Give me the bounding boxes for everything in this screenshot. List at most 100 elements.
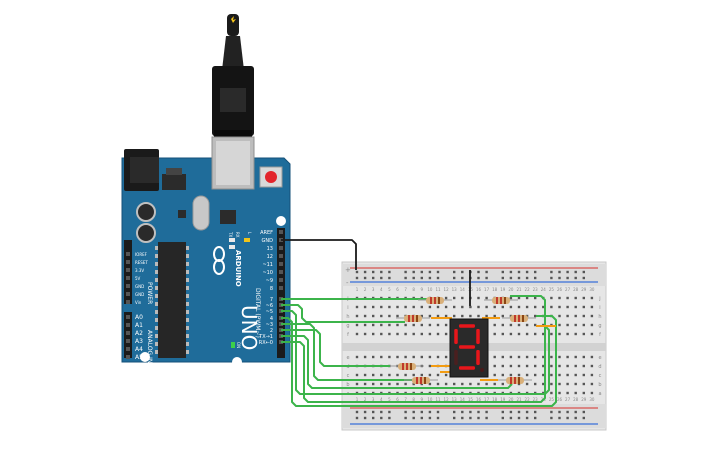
breadboard-hole[interactable] [517,332,521,336]
breadboard-hole[interactable] [420,373,423,377]
rail-hole[interactable] [436,276,440,280]
rail-hole[interactable] [517,270,521,274]
rail-hole[interactable] [550,270,553,274]
rail-hole[interactable] [501,410,504,414]
rail-hole[interactable] [461,410,464,414]
breadboard-hole[interactable] [396,355,399,359]
rail-hole[interactable] [372,416,375,420]
rail-hole[interactable] [412,270,415,274]
rail-hole[interactable] [566,276,569,280]
rail-hole[interactable] [517,416,521,420]
breadboard-hole[interactable] [461,382,464,386]
breadboard-hole[interactable] [404,305,407,309]
breadboard-hole[interactable] [436,305,440,309]
breadboard-hole[interactable] [477,382,480,386]
rail-hole[interactable] [412,416,415,420]
resistor[interactable] [418,297,452,304]
rail-hole[interactable] [558,276,561,280]
breadboard-hole[interactable] [436,382,440,386]
breadboard-hole[interactable] [509,332,513,336]
digital-pin-hole[interactable] [279,254,283,258]
breadboard-hole[interactable] [453,382,456,386]
breadboard-hole[interactable] [542,305,545,309]
breadboard-hole[interactable] [388,314,391,318]
breadboard-hole[interactable] [566,364,569,368]
breadboard-hole[interactable] [550,305,553,309]
breadboard-hole[interactable] [493,364,496,368]
resistor[interactable] [502,315,536,322]
digital-pin-hole[interactable] [279,246,283,250]
breadboard-hole[interactable] [550,355,553,359]
rail-hole[interactable] [420,276,423,280]
breadboard-hole[interactable] [534,332,537,336]
digital-pin-hole[interactable] [279,286,283,290]
breadboard-hole[interactable] [582,332,585,336]
breadboard-hole[interactable] [566,373,569,377]
breadboard-hole[interactable] [550,382,553,386]
resistor[interactable] [404,377,438,384]
breadboard-hole[interactable] [461,305,464,309]
rail-hole[interactable] [355,416,359,420]
breadboard-hole[interactable] [574,355,577,359]
reset-button-cap[interactable] [265,171,277,183]
rail-hole[interactable] [582,416,585,420]
breadboard-hole[interactable] [542,332,545,336]
breadboard-hole[interactable] [558,355,561,359]
breadboard-hole[interactable] [534,355,537,359]
rail-hole[interactable] [566,270,569,274]
breadboard-hole[interactable] [582,314,585,318]
green-wire-pin3[interactable] [281,323,412,381]
breadboard-hole[interactable] [444,314,448,318]
rail-hole[interactable] [372,270,375,274]
breadboard-hole[interactable] [566,296,569,300]
breadboard-hole[interactable] [404,355,407,359]
breadboard-hole[interactable] [534,323,537,327]
breadboard-hole[interactable] [558,305,561,309]
breadboard-hole[interactable] [372,355,375,359]
breadboard-hole[interactable] [517,305,521,309]
rail-hole[interactable] [420,416,423,420]
breadboard-hole[interactable] [501,373,504,377]
breadboard-hole[interactable] [590,314,594,318]
breadboard-hole[interactable] [534,373,537,377]
breadboard-hole[interactable] [436,355,440,359]
breadboard-hole[interactable] [582,355,585,359]
breadboard-hole[interactable] [388,305,391,309]
breadboard-hole[interactable] [550,296,553,300]
rail-hole[interactable] [517,410,521,414]
breadboard-hole[interactable] [453,296,456,300]
rail-hole[interactable] [388,270,391,274]
rail-hole[interactable] [363,270,367,274]
breadboard-hole[interactable] [517,364,521,368]
rail-hole[interactable] [363,416,367,420]
rail-hole[interactable] [485,416,488,420]
breadboard-hole[interactable] [590,323,594,327]
breadboard-hole[interactable] [525,305,529,309]
rail-hole[interactable] [453,416,456,420]
rail-hole[interactable] [404,410,407,414]
breadboard-hole[interactable] [396,323,399,327]
breadboard-hole[interactable] [420,355,423,359]
rail-hole[interactable] [534,410,537,414]
rail-hole[interactable] [550,410,553,414]
breadboard-hole[interactable] [363,382,367,386]
breadboard-hole[interactable] [428,364,432,368]
breadboard-hole[interactable] [428,382,432,386]
breadboard-hole[interactable] [453,314,456,318]
breadboard-hole[interactable] [590,332,594,336]
breadboard-hole[interactable] [493,355,496,359]
rail-hole[interactable] [574,276,577,280]
breadboard-hole[interactable] [420,332,423,336]
rail-hole[interactable] [525,276,529,280]
breadboard-hole[interactable] [444,373,448,377]
breadboard-hole[interactable] [412,355,415,359]
rail-hole[interactable] [420,410,423,414]
breadboard-hole[interactable] [404,323,407,327]
breadboard-hole[interactable] [550,391,553,395]
breadboard-hole[interactable] [582,382,585,386]
analog-pin-hole[interactable] [126,315,130,319]
breadboard-hole[interactable] [525,382,529,386]
rail-hole[interactable] [461,276,464,280]
breadboard-hole[interactable] [525,332,529,336]
